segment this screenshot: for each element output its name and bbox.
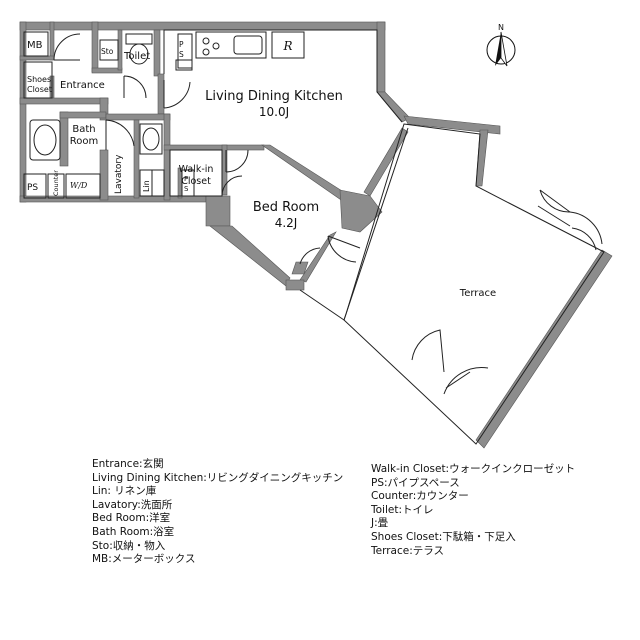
bed-size-label: 4.2J <box>275 216 298 230</box>
walkin-label-2: Closet <box>181 176 211 187</box>
legend-item-walkin: Walk-in Closet:ウォークインクローゼット <box>371 463 576 475</box>
shoes-closet-label-1: Shoes <box>27 75 51 84</box>
compass-arrow-left <box>495 32 501 66</box>
refrigerator-label: R <box>282 39 292 53</box>
ps-top-label-2: S <box>179 50 184 59</box>
legend-item-terrace: Terrace:テラス <box>371 544 445 557</box>
lin-label: Lin <box>142 180 151 192</box>
walkin-label-1: Walk-in <box>179 164 214 175</box>
legend-item-toilet: Toilet:トイレ <box>371 503 434 516</box>
legend-item-entrance: Entrance:玄関 <box>92 458 164 470</box>
toilet-label: Toilet <box>123 51 150 62</box>
legend-item-shoes-closet: Shoes Closet:下駄箱・下足入 <box>371 530 516 543</box>
wd-label: W/D <box>70 181 88 190</box>
legend-left: Entrance:玄関 Living Dining Kitchen:リビングダイ… <box>92 458 343 567</box>
ps-left-label: PS <box>27 183 38 193</box>
compass-arrow-right <box>500 31 508 67</box>
legend-item-sto: Sto:収納・物入 <box>92 539 166 552</box>
room-labels: MB Sto Toilet P S R Entrance Shoes Close… <box>27 39 496 299</box>
entrance-label: Entrance <box>60 80 105 91</box>
ps-mid-label-1: P <box>184 175 188 183</box>
ldk-name-label: Living Dining Kitchen <box>205 89 343 104</box>
legend-item-mb: MB:メーターボックス <box>92 553 196 566</box>
legend-item-ldk: Living Dining Kitchen:リビングダイニングキッチン <box>92 471 344 484</box>
legend-item-bathroom: Bath Room:浴室 <box>92 525 175 538</box>
compass-n-label: N <box>498 23 504 32</box>
sto-label: Sto <box>101 47 114 56</box>
interior-lines <box>23 29 605 445</box>
legend-item-j: J:畳 <box>371 517 389 530</box>
legend-item-bedroom: Bed Room:洋室 <box>92 512 171 525</box>
legend-item-lavatory: Lavatory:洗面所 <box>92 498 173 511</box>
ps-mid-label-2: S <box>184 185 189 193</box>
ldk-size-label: 10.0J <box>259 105 289 119</box>
bath-label-2: Room <box>70 136 98 147</box>
legend-item-ps: PS:パイプスペース <box>371 476 460 489</box>
shoes-closet-label-2: Closet <box>27 85 52 94</box>
mb-label: MB <box>27 40 43 51</box>
bed-name-label: Bed Room <box>253 200 319 215</box>
terrace-label: Terrace <box>459 288 496 299</box>
bath-label-1: Bath <box>72 124 95 135</box>
door-swings <box>53 33 603 395</box>
lavatory-label: Lavatory <box>114 154 124 194</box>
walls <box>19 21 613 449</box>
ps-top-label-1: P <box>179 40 184 49</box>
legend-item-counter: Counter:カウンター <box>371 490 469 503</box>
compass: N <box>486 23 516 67</box>
legend-right: Walk-in Closet:ウォークインクローゼット PS:パイプスペース C… <box>371 463 575 558</box>
floor-plan: N MB Sto Toilet P S R Entrance Shoes Clo… <box>19 21 613 449</box>
legend-item-lin: Lin: リネン庫 <box>92 485 157 498</box>
counter-label: Counter <box>52 170 60 196</box>
